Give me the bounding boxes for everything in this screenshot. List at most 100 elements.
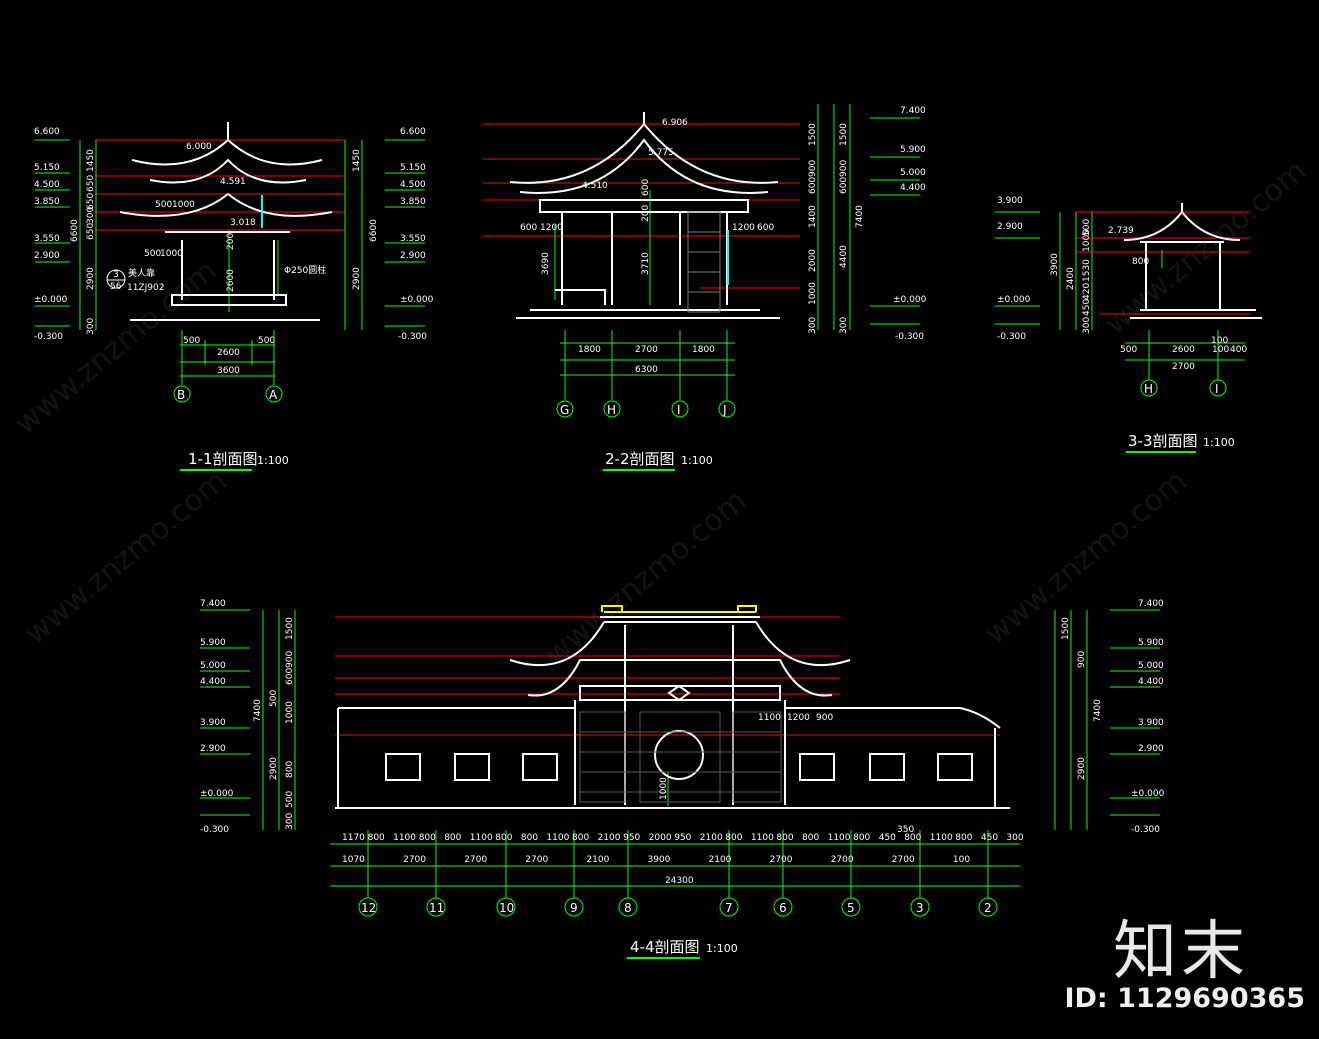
s4-hdim: 2700 bbox=[892, 855, 915, 865]
s1-vertical-dims: 1450 650 650 300 650 2900 300 6600 1450 … bbox=[70, 149, 379, 335]
s2-title: 2-2剖面图 bbox=[605, 450, 675, 468]
s4-vdim-right: 2900 bbox=[1077, 757, 1087, 780]
s4-level-left: 2.900 bbox=[200, 744, 226, 754]
s3-vdim: 450 bbox=[1082, 299, 1092, 316]
s4-axis-label: 10 bbox=[499, 901, 514, 915]
s2-vdim2: 600 bbox=[839, 177, 849, 194]
s2-inner-dim: 1200 bbox=[732, 223, 755, 233]
s4-hdim: 950 bbox=[674, 833, 691, 843]
s4-axis-circle bbox=[841, 897, 861, 917]
s4-level-left: 5.000 bbox=[200, 661, 226, 671]
s4-hdim: 2100 bbox=[598, 833, 621, 843]
s1-level-right: 6.600 bbox=[400, 127, 426, 137]
s2-level: 7.400 bbox=[900, 106, 926, 116]
s4-vdim: 900 bbox=[285, 651, 295, 668]
s4-vdim-right: 900 bbox=[1077, 651, 1087, 668]
s4-hdim: 800 bbox=[802, 833, 819, 843]
s4-level-left: 4.400 bbox=[200, 677, 226, 687]
s4-level-right: 3.900 bbox=[1138, 718, 1164, 728]
s4-hdim: 800 bbox=[368, 833, 385, 843]
s3-vertical-dims: 500 1000 1530 420 450 300 2400 3900 800 bbox=[1050, 219, 1149, 334]
s1-note-column: Φ250圆柱 bbox=[284, 264, 326, 276]
s1-level-right: 2.900 bbox=[400, 251, 426, 261]
s4-vertical-dims: 1500 900 600 500 1000 2900 800 500 300 7… bbox=[253, 617, 1103, 830]
s3-vdim: 1530 bbox=[1082, 259, 1092, 282]
s4-hdim: 2700 bbox=[770, 855, 793, 865]
s2-axis-circle bbox=[718, 400, 736, 418]
s4-hdim: 1100 bbox=[828, 833, 851, 843]
s3-small-dim: 100 bbox=[1211, 336, 1228, 346]
s1-scale: 1:100 bbox=[257, 454, 289, 467]
s4-hdim: 1070 bbox=[342, 855, 365, 865]
s1-vdim: 300 bbox=[86, 207, 96, 224]
s4-level-right: 4.400 bbox=[1138, 677, 1164, 687]
s1-level-lines bbox=[95, 139, 345, 231]
s4-dim-chains bbox=[200, 609, 1160, 898]
s2-scale: 1:100 bbox=[681, 454, 713, 467]
s1-hdim-total: 3600 bbox=[217, 366, 240, 376]
s2-level: 4.400 bbox=[900, 183, 926, 193]
s2-vdim: 2000 bbox=[808, 249, 818, 272]
s1-level-right: 3.550 bbox=[400, 234, 426, 244]
s2-hdims: 1800 2700 1800 6300 bbox=[578, 345, 715, 375]
s4-hdim: 800 bbox=[444, 833, 461, 843]
s4-axis-circle bbox=[618, 897, 638, 917]
s1-axis-b-label: B bbox=[177, 388, 185, 402]
s1-note-label: 美人靠 bbox=[128, 267, 155, 279]
s4-inner-dim: 1100 bbox=[758, 713, 781, 723]
s2-axis-circle bbox=[603, 400, 621, 418]
s2-axis-label: G bbox=[560, 403, 569, 417]
s1-axis-a-label: A bbox=[269, 388, 278, 402]
s4-axis-label: 2 bbox=[984, 901, 992, 915]
s4-hdim: 800 bbox=[521, 833, 538, 843]
s1-level-right: 3.850 bbox=[400, 197, 426, 207]
s2-inner-dim: 600 bbox=[520, 223, 537, 233]
s4-level-right: 5.000 bbox=[1138, 661, 1164, 671]
s4-axis-circle bbox=[358, 897, 378, 917]
s4-level-left: -0.300 bbox=[200, 825, 229, 835]
s4-axis-circle bbox=[719, 897, 739, 917]
s2-inner-dim: 600 bbox=[641, 179, 651, 196]
s4-axis-label: 3 bbox=[916, 901, 924, 915]
s1-inner-dim: 1000 bbox=[160, 249, 183, 259]
s3-scale: 1:100 bbox=[1203, 436, 1235, 449]
s1-hdim: 500 bbox=[258, 336, 275, 346]
s1-inner-dim: 500 bbox=[155, 200, 172, 210]
s2-axis-label: J bbox=[722, 403, 727, 417]
s1-inner-dim: 200 bbox=[226, 233, 236, 250]
s2-hdim: 1800 bbox=[692, 345, 715, 355]
s1-hdims: 500 2600 500 3600 bbox=[183, 336, 275, 376]
s3-level: 2.900 bbox=[997, 222, 1023, 232]
s4-building-outline bbox=[335, 616, 1010, 809]
s2-vdim2: 1500 bbox=[839, 123, 849, 146]
s2-axis-circle bbox=[556, 400, 574, 418]
s3-inner-level: 2.739 bbox=[1108, 226, 1134, 236]
s2-hdim-total: 6300 bbox=[635, 365, 658, 375]
s3-vdim: 300 bbox=[1082, 317, 1092, 334]
s4-axis-label: 7 bbox=[725, 901, 733, 915]
s2-vdim2-total: 7400 bbox=[855, 205, 865, 228]
s1-level-left: -0.300 bbox=[34, 332, 63, 342]
s4-axis-circle bbox=[496, 897, 516, 917]
s1-axis-b bbox=[173, 385, 191, 403]
s4-hdim: 2700 bbox=[831, 855, 854, 865]
s2-pavilion-outline bbox=[509, 112, 780, 319]
s4-hdim: 800 bbox=[955, 833, 972, 843]
s4-level-labels-right: 7.400 5.900 5.000 4.400 3.900 2.900 ±0.0… bbox=[1131, 599, 1165, 835]
s3-vdim: 2400 bbox=[1066, 267, 1076, 290]
s4-ridge-ornament bbox=[601, 605, 757, 613]
s4-axis-label: 11 bbox=[429, 901, 444, 915]
s1-inner-dim: 500 bbox=[144, 249, 161, 259]
s1-level-left: 3.850 bbox=[34, 197, 60, 207]
s1-level-right: ±0.000 bbox=[400, 295, 434, 305]
s3-axis-label: H bbox=[1144, 382, 1153, 396]
s4-hdim: 800 bbox=[572, 833, 589, 843]
s2-inner-dim: 200 bbox=[641, 205, 651, 222]
s2-axis-label: H bbox=[607, 403, 616, 417]
s4-vdim: 800 bbox=[285, 761, 295, 778]
s4-hdim: 2700 bbox=[525, 855, 548, 865]
s4-vdim: 300 bbox=[285, 813, 295, 830]
section-2-2: 7.400 5.900 5.000 4.400 ±0.000 -0.300 6.… bbox=[483, 104, 927, 471]
s3-hdim: 2600 bbox=[1172, 345, 1195, 355]
s3-dim-chains bbox=[995, 211, 1245, 380]
